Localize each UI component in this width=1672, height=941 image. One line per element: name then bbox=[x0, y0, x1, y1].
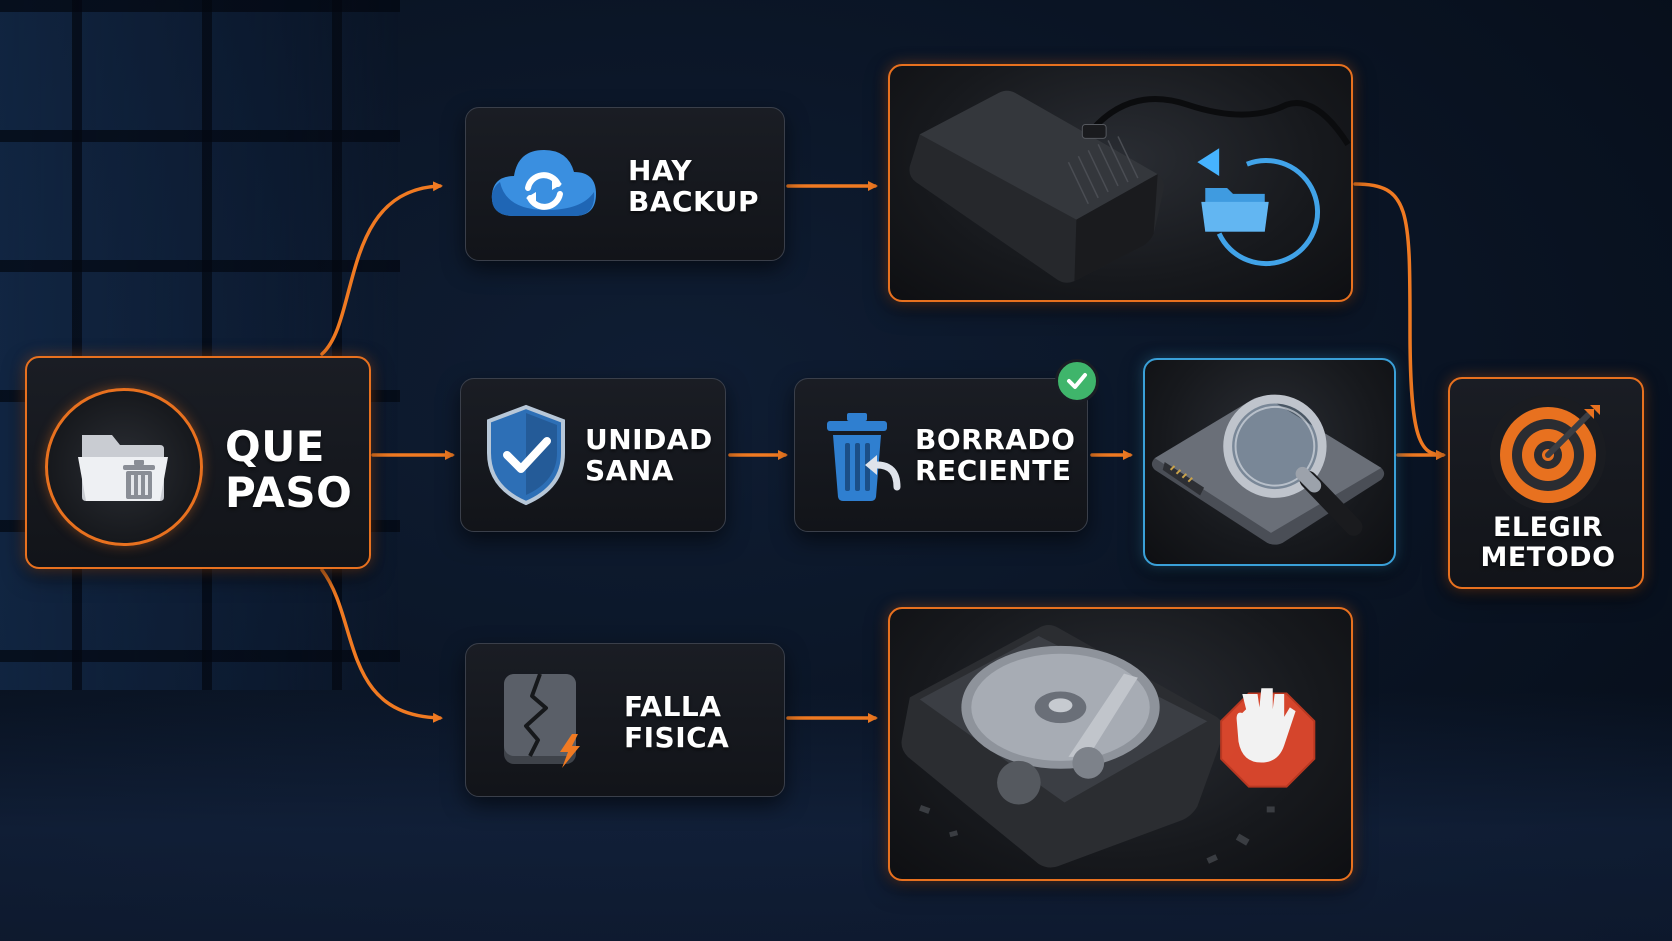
trash-restore-icon bbox=[821, 409, 901, 504]
ssd-magnifier-icon bbox=[1151, 394, 1385, 545]
physical-node[interactable]: FALLA FISICA bbox=[465, 643, 785, 797]
background-window bbox=[0, 0, 400, 690]
arrow-backup-photo-to-end bbox=[1353, 182, 1446, 460]
healthy-label: UNIDAD SANA bbox=[585, 423, 713, 487]
target-icon bbox=[1490, 395, 1606, 511]
backup-node[interactable]: HAY BACKUP bbox=[465, 107, 785, 261]
recent-node[interactable]: BORRADO RECIENTE bbox=[794, 378, 1088, 532]
end-label: ELEGIR METODO bbox=[1480, 512, 1616, 573]
physical-label: FALLA FISICA bbox=[624, 690, 730, 754]
cracked-drive-icon bbox=[496, 668, 588, 772]
broken-hdd-stop-icon bbox=[901, 625, 1316, 868]
arrow-start-to-physical bbox=[320, 568, 443, 723]
shield-check-icon bbox=[483, 401, 569, 509]
start-label: QUE PASO bbox=[225, 422, 353, 518]
folder-trash-icon bbox=[45, 388, 203, 546]
end-node[interactable]: ELEGIR METODO bbox=[1448, 377, 1644, 589]
drive-scan-photo bbox=[1143, 358, 1396, 566]
hdd-damage-photo bbox=[888, 607, 1353, 881]
healthy-node[interactable]: UNIDAD SANA bbox=[460, 378, 726, 532]
recent-label: BORRADO RECIENTE bbox=[915, 423, 1076, 487]
check-badge-icon bbox=[1055, 359, 1099, 403]
start-node[interactable]: QUE PASO bbox=[25, 356, 371, 569]
external-drive-restore-icon bbox=[909, 90, 1351, 283]
background-floor bbox=[0, 691, 1672, 941]
cloud-sync-icon bbox=[486, 130, 601, 240]
backup-restore-photo bbox=[888, 64, 1353, 302]
arrow-start-to-backup bbox=[320, 181, 443, 356]
backup-label: HAY BACKUP bbox=[628, 154, 760, 218]
